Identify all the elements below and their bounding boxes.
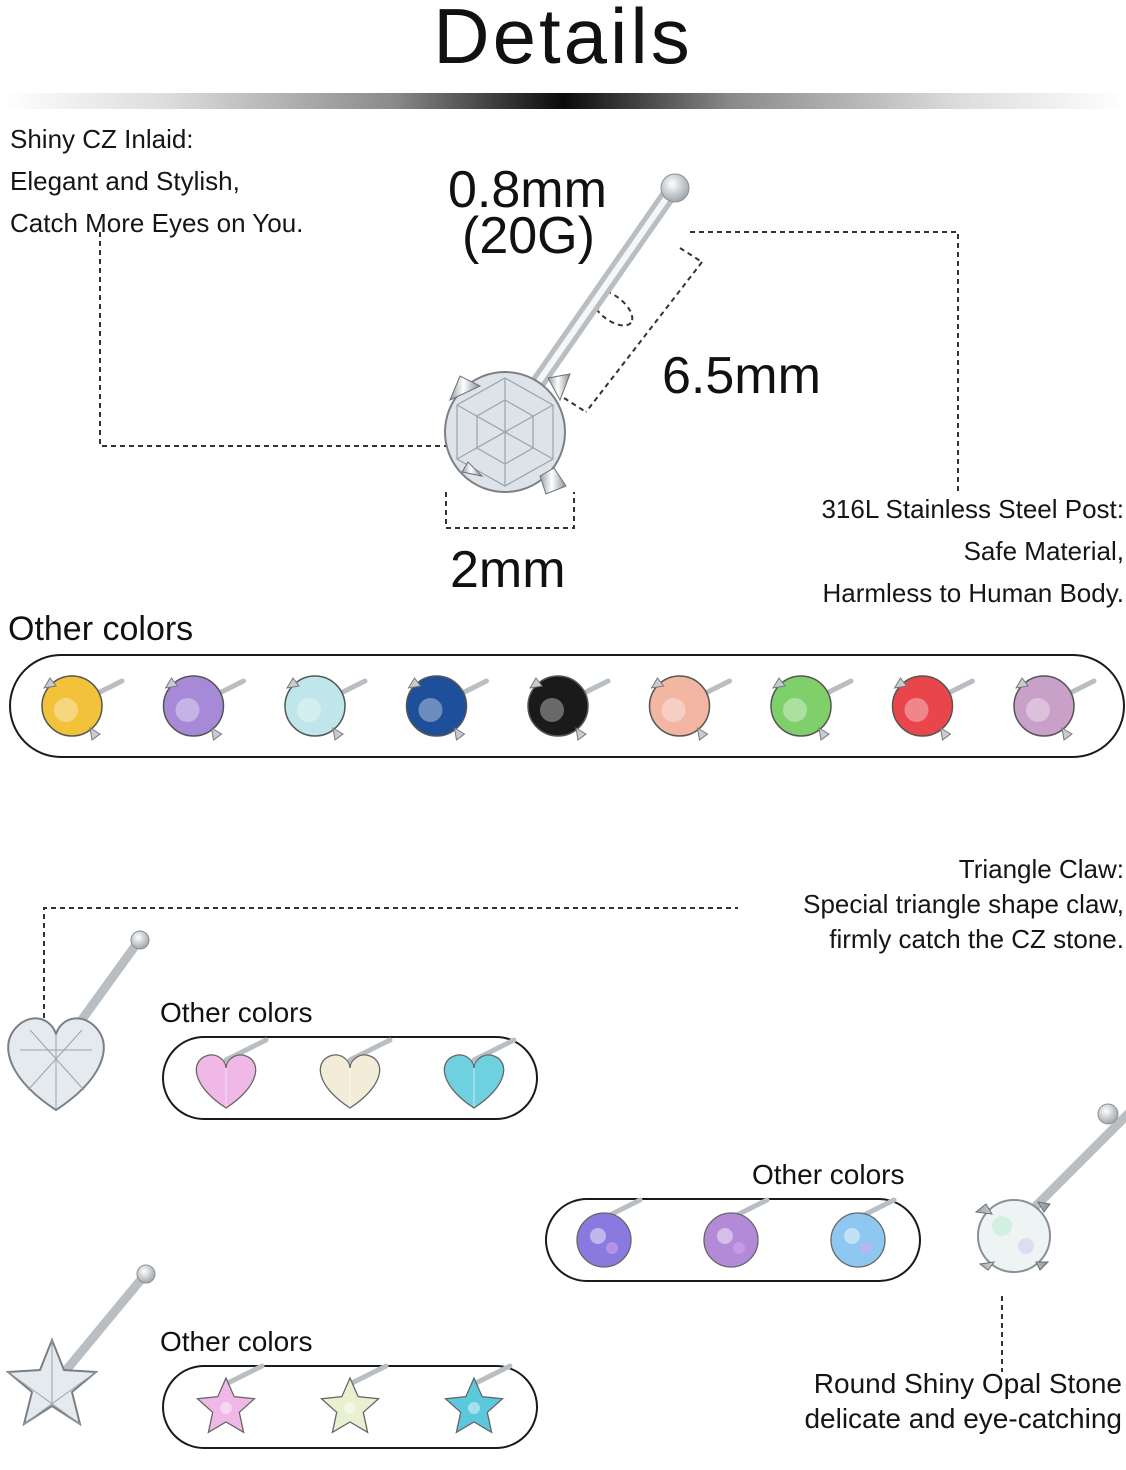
round-color-stud xyxy=(41,675,125,741)
round-color-stone xyxy=(41,675,103,737)
other-colors-heart-label: Other colors xyxy=(160,997,313,1028)
opal-feature-text: Round Shiny Opal Stone delicate and eye-… xyxy=(622,1366,1122,1436)
opal-feature-line: delicate and eye-catching xyxy=(804,1403,1122,1434)
opal-feature-title: Round Shiny Opal Stone xyxy=(813,1368,1122,1399)
main-nose-stud xyxy=(444,173,690,495)
star-color-stone xyxy=(319,1376,381,1434)
triangle-feature-title: Triangle Claw: xyxy=(958,854,1124,884)
round-color-stud xyxy=(405,675,489,741)
star-color-stud xyxy=(443,1363,513,1434)
round-color-stone xyxy=(770,675,832,737)
steel-feature-text: 316L Stainless Steel Post: Safe Material… xyxy=(624,488,1124,614)
stud-ball-end xyxy=(660,173,690,203)
opal-nose-stud xyxy=(974,1103,1126,1273)
round-color-stone xyxy=(1013,675,1075,737)
round-color-stone xyxy=(284,675,346,737)
triangle-feature-line: Special triangle shape claw, xyxy=(803,889,1124,919)
stone-size-bracket xyxy=(445,492,575,529)
steel-feature-title: 316L Stainless Steel Post: xyxy=(821,494,1124,524)
opal-color-stone xyxy=(576,1212,632,1268)
round-color-stone xyxy=(527,675,589,737)
round-color-stone xyxy=(648,675,711,737)
gauge-g-label: (20G) xyxy=(462,207,595,265)
heart-color-stud xyxy=(443,1037,517,1109)
round-color-stud xyxy=(891,675,975,741)
round-color-studs xyxy=(41,675,1097,741)
round-color-stone xyxy=(405,675,468,737)
opal-color-stone xyxy=(703,1212,759,1268)
heart-color-stud xyxy=(195,1037,269,1109)
round-color-stud xyxy=(648,675,732,741)
round-color-stone xyxy=(162,675,225,737)
cz-feature-line: Elegant and Stylish, xyxy=(10,166,240,196)
round-color-stud xyxy=(1013,675,1097,741)
round-color-stud xyxy=(527,675,611,741)
other-colors-opal-label: Other colors xyxy=(752,1159,905,1190)
heart-nose-stud xyxy=(7,930,150,1112)
star-color-stone xyxy=(195,1376,257,1434)
round-color-stud xyxy=(162,675,246,741)
cz-guide-line xyxy=(99,232,458,447)
round-color-stud xyxy=(284,675,368,741)
triangle-guide-line xyxy=(43,907,738,1018)
gauge-mm-label: 0.8mm xyxy=(448,161,607,219)
opal-color-stud xyxy=(830,1197,897,1268)
heart-color-stud xyxy=(319,1037,393,1109)
length-label: 6.5mm xyxy=(662,347,821,405)
triangle-feature-line: firmly catch the CZ stone. xyxy=(829,924,1124,954)
opal-color-stone xyxy=(830,1212,886,1268)
triangle-feature-text: Triangle Claw: Special triangle shape cl… xyxy=(624,852,1124,957)
star-color-stone xyxy=(443,1376,505,1434)
heart-color-studs xyxy=(195,1037,517,1109)
stone-size-label: 2mm xyxy=(450,541,566,599)
title-divider xyxy=(0,93,1126,109)
star-color-studs xyxy=(195,1363,513,1434)
cz-feature-text: Shiny CZ Inlaid: Elegant and Stylish, Ca… xyxy=(10,118,303,244)
page-title: Details xyxy=(433,0,693,80)
steel-feature-line: Harmless to Human Body. xyxy=(822,578,1124,608)
opal-color-stud xyxy=(703,1197,770,1268)
star-color-stud xyxy=(319,1363,389,1434)
opal-color-stud xyxy=(576,1197,643,1268)
length-guide-tick xyxy=(679,247,703,263)
steel-guide-line xyxy=(690,231,959,492)
cz-feature-line: Catch More Eyes on You. xyxy=(10,208,304,238)
steel-feature-line: Safe Material, xyxy=(963,536,1124,566)
other-colors-round-label: Other colors xyxy=(8,610,194,648)
star-color-stud xyxy=(195,1363,265,1434)
round-color-stud xyxy=(770,675,854,741)
round-color-stone xyxy=(891,675,954,737)
opal-color-studs xyxy=(576,1197,897,1268)
other-colors-star-label: Other colors xyxy=(160,1326,313,1357)
cz-feature-title: Shiny CZ Inlaid: xyxy=(10,124,194,154)
length-guide-line xyxy=(585,261,703,413)
guide-lines xyxy=(43,231,1003,1372)
star-nose-stud xyxy=(5,1264,156,1427)
length-guide-tick xyxy=(563,397,587,413)
